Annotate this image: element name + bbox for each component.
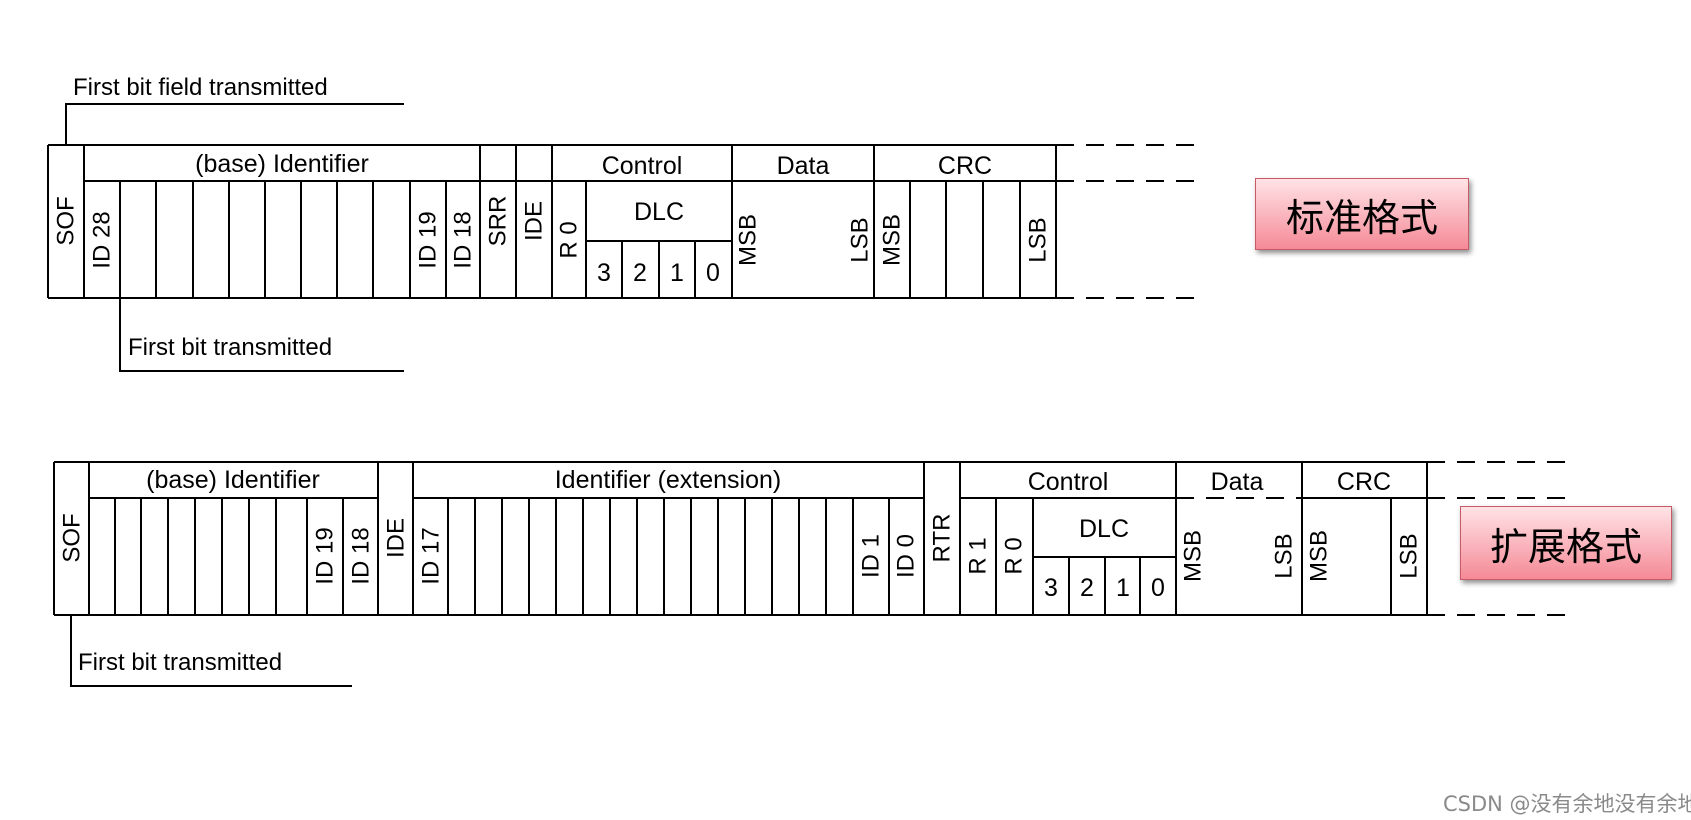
extended-r1-label: R 1	[965, 537, 992, 574]
extended-crc-lsb-label: LSB	[1396, 533, 1423, 578]
extended-dlc-bit-3: 3	[1044, 574, 1058, 602]
standard-id19-label: ID 19	[415, 211, 442, 268]
extended-id18-label: ID 18	[348, 527, 375, 584]
standard-crc-lsb-label: LSB	[1025, 217, 1052, 262]
extended-dlc-bit-2: 2	[1080, 574, 1094, 602]
extended-id19-label: ID 19	[312, 527, 339, 584]
extended-identifier-header: (base) Identifier	[146, 466, 320, 494]
extended-r0-label: R 0	[1001, 537, 1028, 574]
standard-id28-label: ID 28	[89, 211, 116, 268]
extended-format-badge: 扩展格式	[1460, 506, 1672, 580]
extended-control-header: Control	[1028, 468, 1109, 496]
extended-dlc-header: DLC	[1079, 515, 1129, 543]
extended-dlc-bit-1: 1	[1116, 574, 1130, 602]
standard-id18-label: ID 18	[450, 211, 477, 268]
standard-dlc-bit-0: 0	[706, 259, 720, 287]
extended-ide-label: IDE	[383, 518, 410, 558]
extended-sof-label: SOF	[59, 513, 86, 562]
extended-data-msb-label: MSB	[1180, 530, 1207, 582]
extended-first-bit-leader	[70, 615, 352, 687]
extended-id0-label: ID 0	[893, 534, 920, 578]
standard-ide-label: IDE	[521, 201, 548, 241]
extended-crc-msb-label: MSB	[1306, 530, 1333, 582]
standard-format-label: 标准格式	[1285, 195, 1438, 240]
standard-r0-label: R 0	[556, 221, 583, 258]
extended-data-lsb-label: LSB	[1271, 533, 1298, 578]
extended-extension-header: Identifier (extension)	[555, 466, 782, 494]
standard-data-lsb-label: LSB	[847, 217, 874, 262]
standard-dlc-bit-1: 1	[670, 259, 684, 287]
extended-crc-header: CRC	[1337, 468, 1391, 496]
standard-data-header: Data	[777, 152, 830, 180]
csdn-watermark: CSDN @没有余地没有余地	[1443, 792, 1691, 816]
standard-first-bit-field-label: First bit field transmitted	[73, 74, 328, 101]
extended-rtr-label: RTR	[929, 514, 956, 563]
standard-format-badge: 标准格式	[1255, 178, 1469, 250]
extended-id1-label: ID 1	[858, 534, 885, 578]
standard-data-msb-label: MSB	[735, 214, 762, 266]
standard-first-bit-leader	[119, 298, 404, 372]
extended-id17-label: ID 17	[418, 527, 445, 584]
standard-srr-label: SRR	[485, 196, 512, 247]
standard-dashed-lines	[732, 144, 1200, 299]
standard-first-bit-label: First bit transmitted	[128, 334, 332, 361]
standard-control-header: Control	[602, 152, 683, 180]
extended-dlc-bit-0: 0	[1151, 574, 1165, 602]
standard-dlc-header: DLC	[634, 198, 684, 226]
standard-dlc-bit-3: 3	[597, 259, 611, 287]
standard-sof-label: SOF	[53, 196, 80, 245]
extended-first-bit-label: First bit transmitted	[78, 649, 282, 676]
extended-data-header: Data	[1211, 468, 1264, 496]
extended-dashed-lines	[1176, 461, 1572, 616]
standard-first-bit-field-leader	[65, 103, 404, 145]
standard-frame-grid	[47, 144, 1057, 299]
standard-crc-msb-label: MSB	[879, 214, 906, 266]
standard-dlc-bit-2: 2	[633, 259, 647, 287]
standard-crc-header: CRC	[938, 152, 992, 180]
extended-frame-grid	[53, 461, 1428, 616]
extended-format-label: 扩展格式	[1489, 524, 1642, 569]
standard-identifier-header: (base) Identifier	[195, 150, 369, 178]
